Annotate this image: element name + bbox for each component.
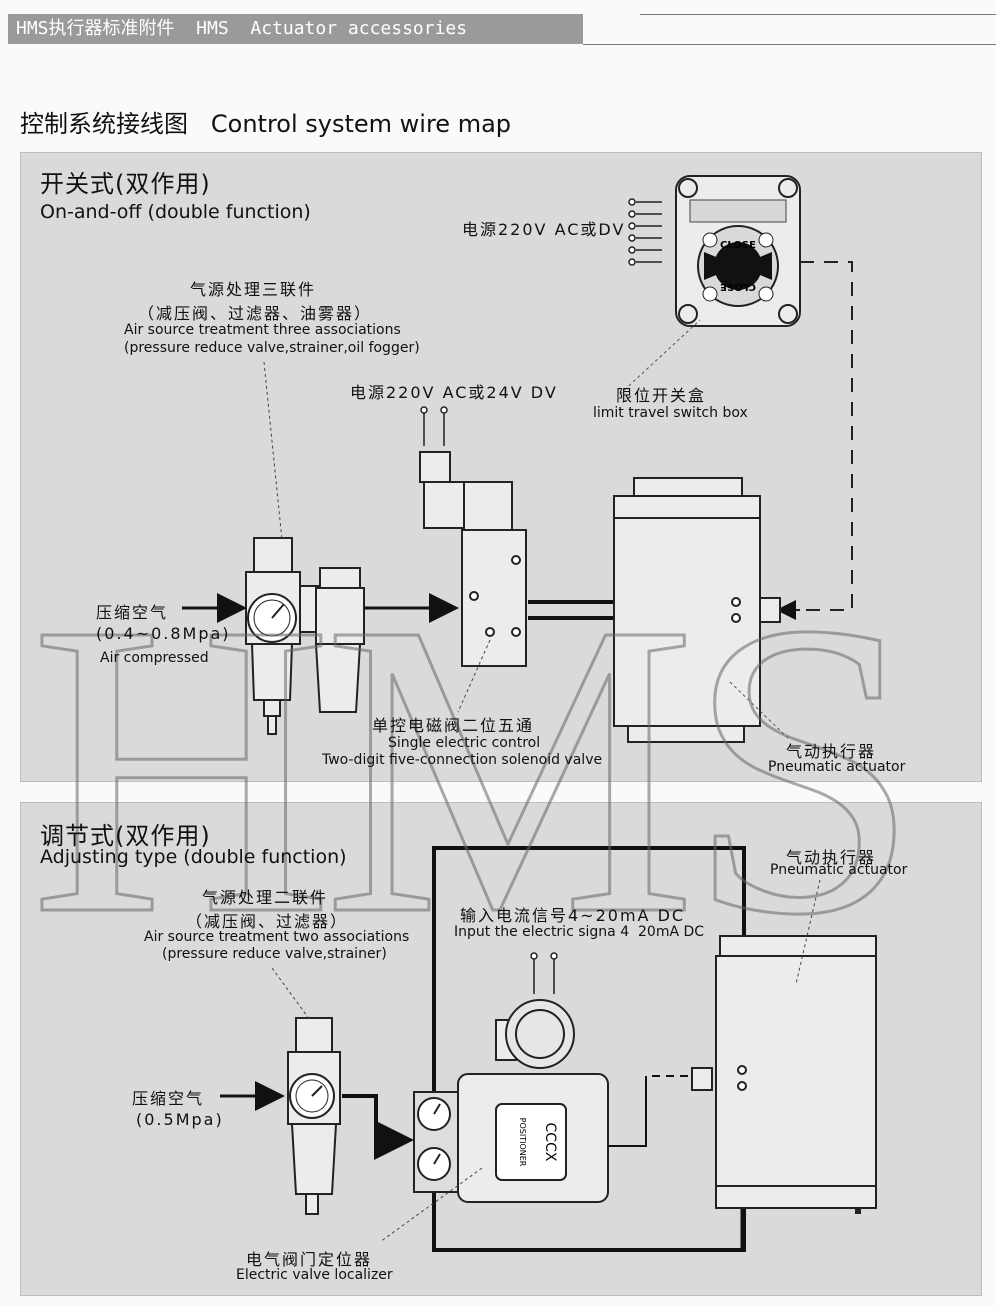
solenoid-label-en: Single electric control [388,735,541,751]
frl2-label-cn-detail: （减压阀、过滤器） [186,912,349,931]
switch-close-label-top: CLOSE [720,240,756,251]
frl-three-unit [245,537,365,735]
hms-watermark: HMS [30,536,910,1001]
solenoid-valve [419,451,527,667]
air-label-1-cn: 压缩空气 [96,603,169,622]
positioner-label-cn: 电气阀门定位器 [246,1250,373,1269]
solenoid-label-cn: 单控电磁阀二位五通 [372,716,535,735]
section1-title: 开关式(双作用) [40,170,211,198]
frl2-label-en-detail: (pressure reduce valve,strainer) [162,946,387,962]
page-heading: 控制系统接线图 Control system wire map [20,110,512,138]
section2-subtitle: Adjusting type (double function) [40,846,347,868]
actuator2-label-en: Pneumatic actuator [770,862,908,878]
actuator2-label-cn: 气动执行器 [786,848,877,867]
frl3-label-en-detail: (pressure reduce valve,strainer,oil fogg… [124,340,420,356]
positioner-sub: POSITIONER [518,1118,527,1167]
signal-label-en: Input the electric signa 4 20mA DC [454,924,705,940]
air-label-1-en: Air compressed [100,650,209,666]
solenoid-power-terminals [420,406,448,446]
frl3-label-cn: 气源处理三联件 [190,280,317,299]
switch-terminals [628,198,662,266]
pneumatic-actuator-2 [691,935,877,1209]
section2-title: 调节式(双作用) [40,822,211,850]
actuator1-label-en: Pneumatic actuator [768,759,906,775]
air-label-2-cn: 压缩空气 [132,1089,205,1108]
frl-two-unit [287,1017,341,1215]
frl3-label-en: Air source treatment three associations [124,322,401,338]
limit-switch-label-en: limit travel switch box [593,405,748,421]
header-rule-top [640,14,996,15]
limit-switch-box [675,175,801,327]
solenoid-label-en-detail: Two-digit five-connection solenoid valve [322,752,603,768]
positioner-brand: CCCX [542,1123,558,1162]
switch-feedback-line [790,261,853,611]
frl2-label-cn: 气源处理二联件 [202,888,329,907]
signal-terminals [530,952,558,994]
signal-label-cn: 输入电流信号4~20mA DC [460,906,686,925]
header-rule-bottom [583,44,996,45]
switch-power-label: 电源220V AC或DV [462,220,626,239]
valve-positioner [413,999,609,1203]
air-range-2: (0.5Mpa) [136,1110,224,1129]
frl3-label-cn-detail: （减压阀、过滤器、油雾器） [138,304,373,323]
air-range-1: (0.4~0.8Mpa) [96,624,231,643]
switch-close-label-bottom: CLOSE [720,281,756,292]
solenoid-power-label: 电源220V AC或24V DV [350,383,558,402]
header-banner: HMS执行器标准附件 HMS Actuator accessories [8,14,583,44]
onoff-panel [20,152,982,782]
limit-switch-label-cn: 限位开关盒 [616,386,707,405]
frl2-label-en: Air source treatment two associations [144,929,410,945]
section1-subtitle: On-and-off (double function) [40,201,311,223]
positioner-label-en: Electric valve localizer [236,1267,393,1283]
actuator1-label-cn: 气动执行器 [786,742,877,761]
